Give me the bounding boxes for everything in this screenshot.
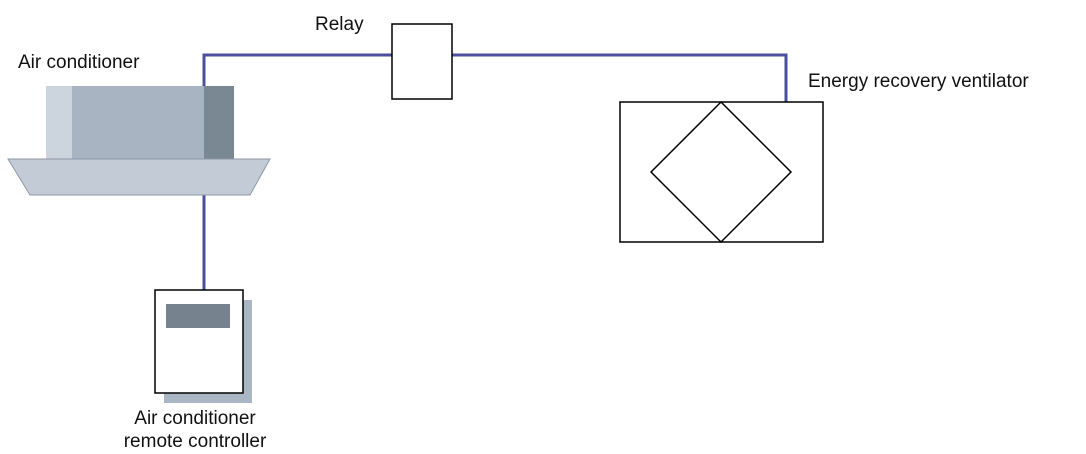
energy-recovery-ventilator [619, 100, 824, 244]
wiring [202, 53, 788, 290]
remote-controller [154, 289, 252, 403]
remote-controller-label-line2: remote controller [123, 431, 267, 452]
wire-relay-to-erv [452, 53, 788, 102]
wire-ac-to-relay [202, 53, 392, 86]
relay-label: Relay [315, 14, 364, 35]
remote-controller-label: Air conditioner remote controller [100, 407, 290, 453]
energy-recovery-ventilator-label: Energy recovery ventilator [808, 71, 1029, 92]
relay-box [391, 23, 453, 100]
remote-display [166, 304, 230, 328]
air-conditioner-label: Air conditioner [18, 52, 140, 73]
air-conditioner-unit [7, 86, 271, 196]
ac-body-shade [204, 86, 234, 159]
erv-heat-exchanger [649, 100, 793, 244]
remote-controller-label-line1: Air conditioner [134, 408, 256, 429]
ac-body-highlight [46, 86, 72, 159]
ac-panel [7, 158, 271, 196]
ac-body [46, 86, 234, 159]
